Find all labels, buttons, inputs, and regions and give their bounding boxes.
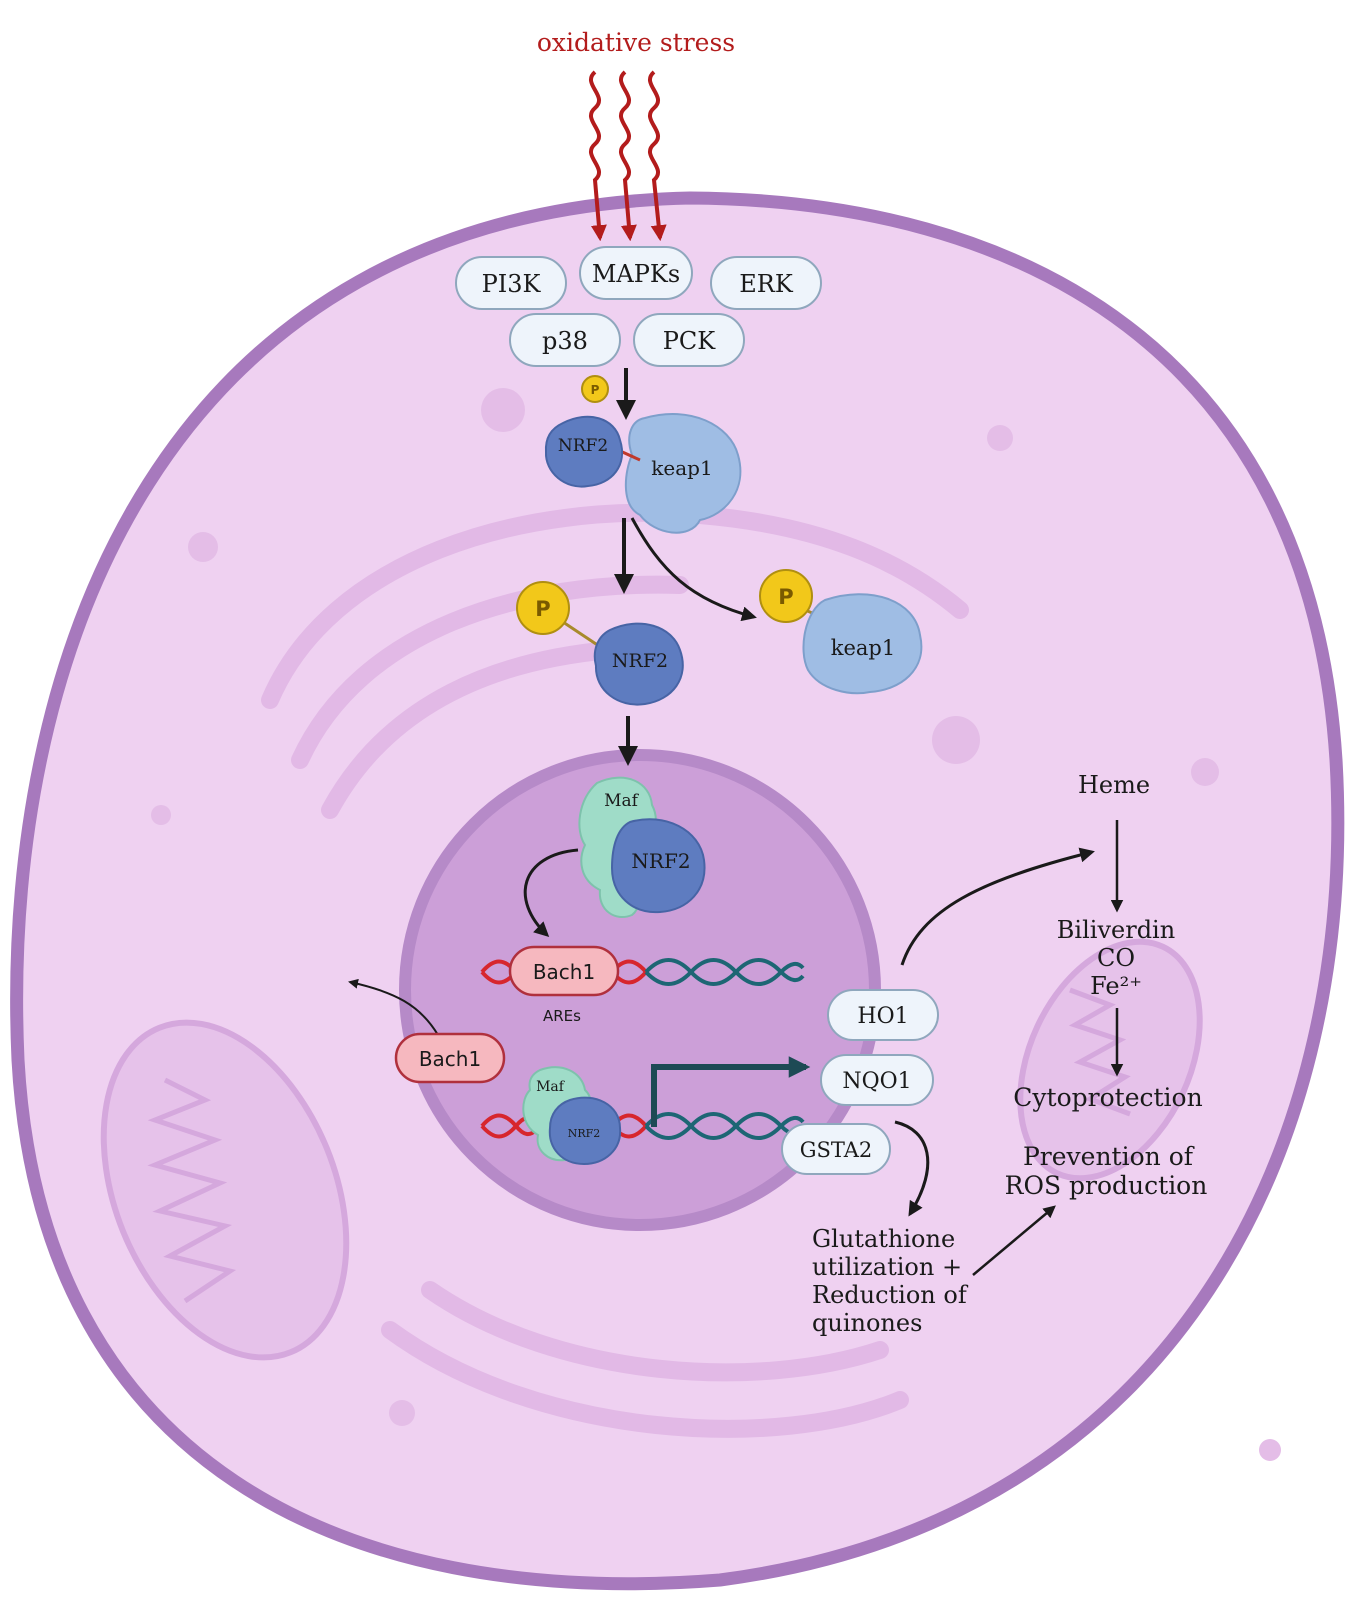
phospho-nrf2: P NRF2 xyxy=(516,581,684,706)
ares-label: AREs xyxy=(543,1007,581,1025)
gene-nqo1-label: NQO1 xyxy=(842,1069,911,1094)
bach1-bound: Bach1 xyxy=(508,945,620,997)
mitochondrion-left xyxy=(100,1019,350,1361)
stimulus-label: oxidative stress xyxy=(537,28,735,57)
cytoprotection-label: Cytoprotection xyxy=(1013,1083,1202,1112)
fe-label: Fe²⁺ xyxy=(1090,972,1142,1000)
gene-gsta2-label: GSTA2 xyxy=(800,1138,873,1162)
co-label: CO xyxy=(1097,944,1135,972)
free-keap1-label: keap1 xyxy=(831,636,895,660)
glut-line2: utilization + xyxy=(812,1253,962,1281)
maf-nrf2-dimer: Maf NRF2 xyxy=(578,776,706,918)
phospho-keap1: P keap1 xyxy=(759,569,923,695)
kinase-pi3k: PI3K xyxy=(455,256,567,310)
complex-keap1-label: keap1 xyxy=(651,456,712,480)
heme-label: Heme xyxy=(1078,771,1150,799)
mitochondrion-right xyxy=(1017,938,1203,1182)
maf-label: Maf xyxy=(604,791,640,811)
maf-nrf2-label: NRF2 xyxy=(631,849,690,873)
kinase-pi3k-label: PI3K xyxy=(482,270,542,298)
bach1-exported-label: Bach1 xyxy=(419,1047,481,1071)
kinase-p38: p38 xyxy=(509,313,621,367)
complex-nrf2-label: NRF2 xyxy=(558,436,608,456)
arrow-nqo1-to-glutathione xyxy=(894,1120,930,1217)
prevention-line2: ROS production xyxy=(1005,1171,1208,1200)
phospho-small: P xyxy=(581,375,609,403)
free-keap1-blob xyxy=(802,593,923,695)
phospho-keap1-p-label: P xyxy=(778,585,793,609)
kinase-erk-label: ERK xyxy=(739,270,794,298)
kinase-mapks-label: MAPKs xyxy=(592,260,680,288)
arrow-dimer-to-dna xyxy=(523,848,579,938)
free-nrf2-blob xyxy=(593,622,684,706)
arrow-ho1-to-heme xyxy=(900,847,1095,966)
arrow-complex-to-keap1 xyxy=(630,517,757,622)
arrow-glutathione-to-prevention xyxy=(972,1205,1056,1276)
kinase-pck: PCK xyxy=(633,313,745,367)
transcription-arrow xyxy=(651,1056,811,1127)
biliverdin-label: Biliverdin xyxy=(1057,916,1175,944)
kinase-mapks: MAPKs xyxy=(579,246,693,300)
phospho-small-label: P xyxy=(591,383,600,397)
gene-nqo1: NQO1 xyxy=(820,1054,934,1106)
glut-line4: quinones xyxy=(812,1309,922,1337)
prevention-line1: Prevention of xyxy=(1023,1142,1195,1171)
bach1-exported: Bach1 xyxy=(394,1032,506,1084)
phospho-nrf2-p-label: P xyxy=(535,597,550,621)
kinase-p38-label: p38 xyxy=(542,327,588,355)
arrow-bach1-export xyxy=(348,978,439,1036)
dna-maf-label: Maf xyxy=(536,1079,566,1095)
gene-ho1-label: HO1 xyxy=(857,1004,908,1029)
dna-nrf2-label: NRF2 xyxy=(568,1127,601,1140)
stress-wavy-arrows xyxy=(589,70,667,242)
dna-bound-dimer: Maf NRF2 xyxy=(522,1066,622,1166)
bach1-bound-label: Bach1 xyxy=(533,960,595,984)
glutathione-outcome: Glutathione utilization + Reduction of q… xyxy=(812,1225,969,1337)
gene-ho1: HO1 xyxy=(827,989,939,1041)
free-nrf2-label: NRF2 xyxy=(612,650,668,672)
gene-gsta2: GSTA2 xyxy=(781,1123,891,1175)
kinase-erk: ERK xyxy=(710,256,822,310)
glut-line1: Glutathione xyxy=(812,1225,955,1253)
glut-line3: Reduction of xyxy=(812,1281,969,1309)
kinase-pck-label: PCK xyxy=(663,327,717,355)
maf-nrf2-blob xyxy=(610,818,706,914)
nrf2-blob xyxy=(544,415,623,488)
nrf2-keap1-complex: NRF2 keap1 xyxy=(544,413,742,534)
